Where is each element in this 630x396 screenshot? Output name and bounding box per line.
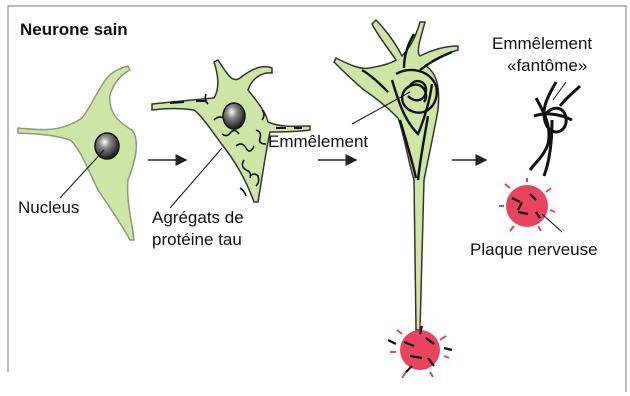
plaque-pointer-line [542, 214, 562, 232]
diagram-title: Neurone sain [20, 20, 128, 40]
tangle-neuron [334, 20, 458, 378]
label-ghost-line1: Emmêlement [492, 34, 592, 54]
label-ghost-line2: «fantôme» [507, 56, 587, 76]
tau-pointer-line [170, 148, 222, 208]
label-tau-line2: protéine tau [152, 230, 242, 250]
healthy-neuron-nucleus [95, 133, 119, 159]
nerve-plaque [499, 178, 562, 232]
tangle-neuron-body [334, 20, 458, 330]
label-tau-line1: Agrégats de [152, 208, 244, 228]
label-tangle: Emmêlement [268, 132, 368, 152]
label-nucleus: Nucleus [18, 198, 79, 218]
tau-neuron-nucleus [223, 103, 245, 129]
axon-terminal-plaque [388, 322, 452, 378]
ghost-tangle [530, 82, 580, 176]
label-plaque: Plaque nerveuse [470, 240, 598, 260]
